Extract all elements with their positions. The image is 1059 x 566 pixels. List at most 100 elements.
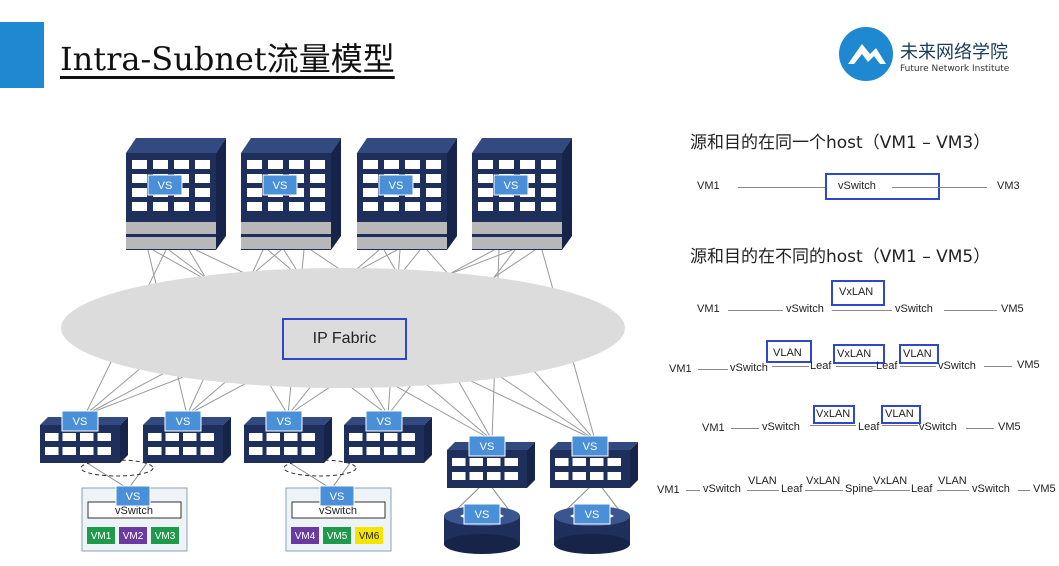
path3-vswitch2: vSwitch	[938, 360, 976, 372]
vs-box	[573, 503, 611, 525]
vm-box	[151, 527, 179, 544]
spine-switch: VS	[472, 138, 572, 250]
spine-band	[357, 237, 447, 249]
path3-leaf2: Leaf	[876, 360, 898, 372]
leaf-port	[555, 472, 569, 480]
spine-window	[384, 160, 399, 169]
spine-switch: VS	[241, 138, 341, 250]
spine-band	[472, 237, 562, 249]
path5-vxlan: VxLAN	[806, 475, 841, 487]
spine-window	[289, 202, 304, 211]
leaf-side	[324, 417, 332, 463]
path1-link	[892, 187, 987, 188]
path5-leaf2: Leaf	[911, 483, 933, 495]
leaf-switch: VS	[143, 410, 231, 463]
leaf-port	[401, 447, 415, 455]
spine-window	[363, 174, 378, 183]
vs-box	[147, 174, 183, 196]
spine-band	[241, 222, 331, 234]
spine-window	[195, 160, 210, 169]
spine-window	[541, 188, 556, 197]
spine-side	[216, 138, 226, 250]
spine-window	[310, 202, 325, 211]
leaf-port	[183, 447, 197, 455]
vs-box	[463, 503, 501, 525]
leaf-switch: VS	[447, 435, 535, 488]
spine-window	[310, 160, 325, 169]
vm-label: VM2	[123, 531, 144, 542]
leaf-port	[266, 433, 280, 441]
spine-window	[174, 202, 189, 211]
vm-label: VM5	[327, 531, 348, 542]
vs-label: VS	[504, 180, 519, 192]
host-link	[128, 462, 148, 489]
leaf-port	[401, 433, 415, 441]
path4-link	[810, 425, 856, 426]
path4-link	[882, 425, 918, 426]
leaf-port	[62, 447, 76, 455]
path3-link	[836, 366, 876, 367]
leaf-port	[80, 433, 94, 441]
path1-src: VM1	[697, 180, 720, 192]
path3-vlan2-highlight	[899, 344, 939, 364]
vm-box	[87, 527, 115, 544]
spine-window	[363, 202, 378, 211]
vs-label: VS	[277, 416, 292, 428]
path5-vswitch: vSwitch	[703, 483, 741, 495]
path3-link	[698, 369, 728, 370]
spine-switch: VS	[357, 138, 457, 250]
vs-label: VS	[330, 491, 345, 503]
spine-window	[268, 202, 283, 211]
leaf-side	[630, 442, 638, 488]
vm-label: VM3	[155, 531, 176, 542]
leaf-port	[284, 447, 298, 455]
logo-subtitle: Future Network Institute	[900, 64, 1010, 74]
path5-vswitch2: vSwitch	[972, 483, 1010, 495]
path2-vm1: VM1	[697, 303, 720, 315]
vs-label: VS	[273, 180, 288, 192]
spine-window	[174, 160, 189, 169]
leaf-port	[45, 433, 59, 441]
vs-box	[115, 485, 151, 507]
leaf-port	[80, 447, 94, 455]
spine-side	[447, 138, 457, 250]
leaf-port	[452, 458, 466, 466]
vs-box	[319, 485, 355, 507]
spine-window	[478, 174, 493, 183]
spine-side	[331, 138, 341, 250]
spine-window	[541, 174, 556, 183]
vs-label: VS	[475, 509, 490, 521]
diff-host-heading: 源和目的在不同的host（VM1 – VM5）	[690, 247, 991, 267]
leaf-port	[607, 458, 621, 466]
vs-label: VS	[585, 509, 600, 521]
spine-window	[520, 160, 535, 169]
path3-vlan: VLAN	[773, 347, 802, 359]
path3-vswitch: vSwitch	[730, 362, 768, 374]
leaf-port	[165, 447, 179, 455]
same-host-heading: 源和目的在同一个host（VM1 – VM3）	[690, 133, 991, 153]
path4-vxlan-highlight	[813, 405, 855, 424]
vs-box	[164, 410, 202, 432]
leaf-port	[165, 433, 179, 441]
spine-window	[247, 202, 262, 211]
vs-label: VS	[73, 416, 88, 428]
leaf-port	[366, 447, 380, 455]
path5-vxlan2: VxLAN	[873, 475, 908, 487]
path2-link	[832, 310, 892, 311]
leaf-port	[62, 433, 76, 441]
leaf-port	[249, 447, 263, 455]
vs-label: VS	[480, 441, 495, 453]
logo-name: 未来网络学院	[900, 42, 1008, 63]
host-link	[331, 462, 351, 489]
leaf-port	[148, 433, 162, 441]
vm-box	[119, 527, 147, 544]
leaf-port	[469, 458, 483, 466]
path2-link	[944, 310, 997, 311]
spine-window	[426, 202, 441, 211]
spine-window	[541, 160, 556, 169]
leaf-port	[504, 458, 518, 466]
spine-band	[357, 222, 447, 234]
leaf-port	[366, 433, 380, 441]
leaf-switch: VS	[244, 410, 332, 463]
spine-window	[132, 202, 147, 211]
